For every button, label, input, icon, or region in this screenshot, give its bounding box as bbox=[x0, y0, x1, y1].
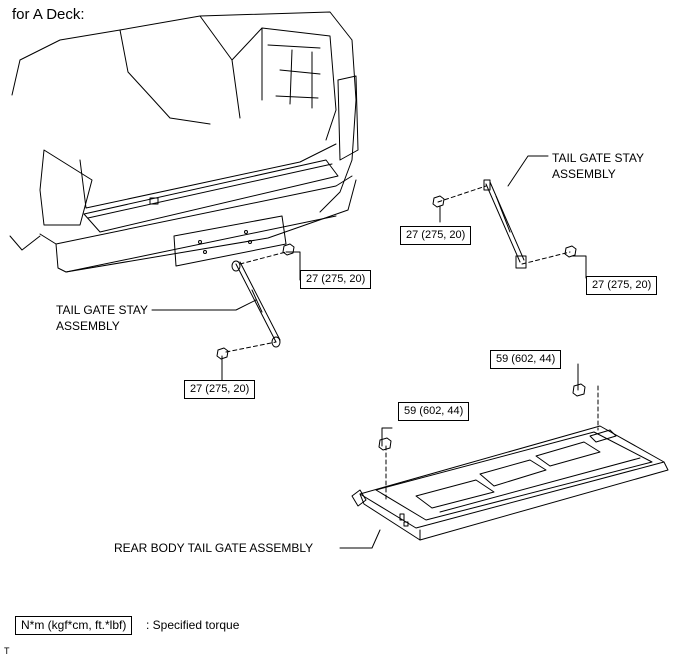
bolt-shapes bbox=[216, 195, 586, 451]
upper-stay-label-line2: ASSEMBLY bbox=[552, 167, 616, 181]
page-title: for A Deck: bbox=[12, 6, 85, 23]
bolts bbox=[225, 185, 599, 501]
torque-stay-left-lower: 27 (275, 20) bbox=[184, 380, 256, 399]
left-tail-gate-stay-drawing bbox=[231, 260, 281, 348]
tail-gate-drawing bbox=[351, 425, 669, 541]
legend-description: : Specified torque bbox=[146, 618, 240, 632]
upper-stay-label: TAIL GATE STAY ASSEMBLY bbox=[552, 150, 644, 182]
torque-gate-right: 59 (602, 44) bbox=[490, 350, 562, 369]
left-stay-label: TAIL GATE STAY ASSEMBLY bbox=[56, 302, 148, 334]
torque-gate-left: 59 (602, 44) bbox=[398, 402, 470, 421]
right-tail-gate-stay-drawing bbox=[483, 179, 527, 269]
left-stay-label-line2: ASSEMBLY bbox=[56, 319, 120, 333]
legend-unit-box: N*m (kgf*cm, ft.*lbf) bbox=[15, 616, 133, 635]
torque-stay-left-upper: 27 (275, 20) bbox=[300, 270, 372, 289]
figure-id: T bbox=[4, 646, 10, 656]
torque-stay-right-upper: 27 (275, 20) bbox=[400, 226, 472, 245]
truck-rear-body-drawing bbox=[9, 11, 359, 273]
left-stay-label-line1: TAIL GATE STAY bbox=[56, 303, 149, 317]
tail-gate-label: REAR BODY TAIL GATE ASSEMBLY bbox=[114, 541, 314, 555]
torque-stay-right-lower: 27 (275, 20) bbox=[586, 276, 658, 295]
upper-stay-label-line1: TAIL GATE STAY bbox=[552, 151, 645, 165]
